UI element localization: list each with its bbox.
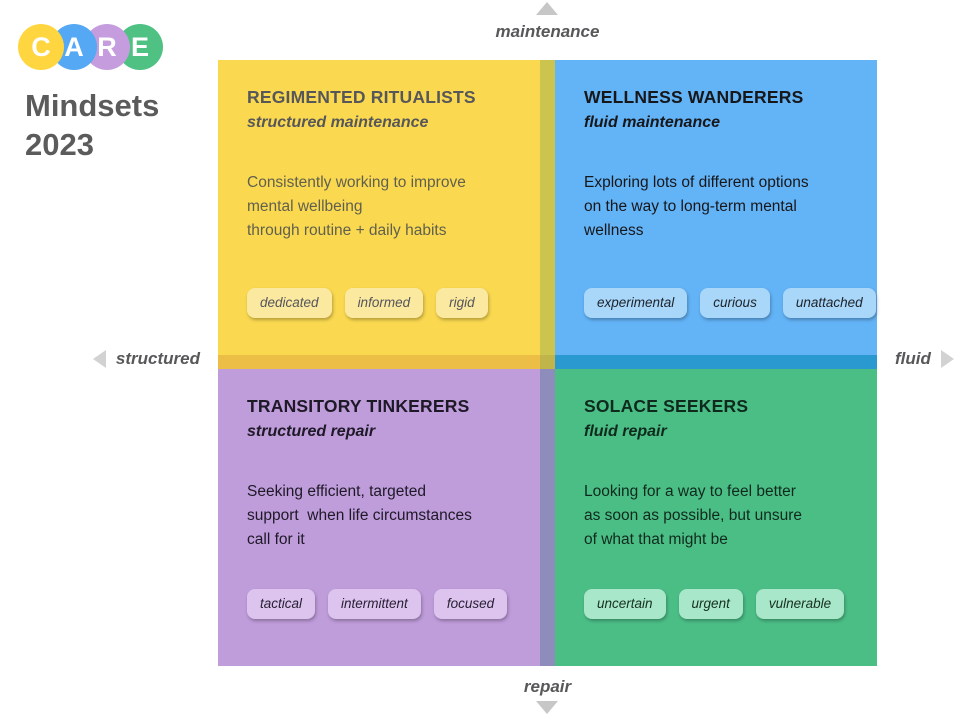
tag-pill: curious xyxy=(700,288,770,318)
tag-pill: intermittent xyxy=(328,589,421,619)
quadrant-regimented-ritualists: REGIMENTED RITUALISTS structured mainten… xyxy=(218,60,540,355)
divider-horizontal-right xyxy=(555,355,877,369)
axis-arrow-down-icon xyxy=(536,701,558,714)
quadrant-transitory-tinkerers: TRANSITORY TINKERERS structured repair S… xyxy=(218,369,540,666)
quadrant-wellness-wanderers: WELLNESS WANDERERS fluid maintenance Exp… xyxy=(555,60,877,355)
divider-vertical-top xyxy=(540,60,555,355)
quadrant-solace-seekers: SOLACE SEEKERS fluid repair Looking for … xyxy=(555,369,877,666)
divider-vertical-bottom xyxy=(540,369,555,666)
tag-pill: tactical xyxy=(247,589,316,619)
axis-label-fluid: fluid xyxy=(895,349,931,368)
quadrant-description: Looking for a way to feel better as soon… xyxy=(584,483,802,548)
quadrant-description: Seeking efficient, targeted support when… xyxy=(247,483,472,548)
divider-horizontal-left xyxy=(218,355,540,369)
axis-right-group: fluid xyxy=(895,349,954,369)
tag-pill: unattached xyxy=(782,288,876,318)
page-title: Mindsets 2023 xyxy=(25,88,160,162)
tag-pill: uncertain xyxy=(584,589,666,619)
axis-label-maintenance: maintenance xyxy=(495,22,600,41)
care-logo: C A R E xyxy=(18,24,163,70)
tag-pill: focused xyxy=(433,589,508,619)
tag-pill: rigid xyxy=(436,288,488,318)
axis-label-structured: structured xyxy=(115,349,200,368)
quadrant-description: Exploring lots of different options on t… xyxy=(584,174,809,239)
tag-row: uncertain urgent vulnerable xyxy=(584,589,845,619)
tag-row: dedicated informed rigid xyxy=(247,288,488,318)
quadrant-description: Consistently working to improve mental w… xyxy=(247,174,466,239)
axis-arrow-up-icon xyxy=(536,2,558,15)
logo-letter-c-icon: C xyxy=(18,24,64,70)
quadrant-subtitle: structured repair xyxy=(247,423,376,440)
tag-pill: informed xyxy=(344,288,424,318)
quadrant-title: REGIMENTED RITUALISTS xyxy=(247,87,476,107)
quadrant-grid: REGIMENTED RITUALISTS structured mainten… xyxy=(218,60,877,666)
axis-label-repair: repair xyxy=(523,677,572,696)
quadrant-title: WELLNESS WANDERERS xyxy=(584,87,804,107)
tag-pill: experimental xyxy=(584,288,688,318)
axis-arrow-left-icon xyxy=(92,350,106,368)
tag-pill: vulnerable xyxy=(755,589,845,619)
axis-left-group: structured xyxy=(0,349,200,369)
divider-center-corner xyxy=(540,355,555,369)
quadrant-subtitle: fluid maintenance xyxy=(584,114,721,131)
quadrant-title: TRANSITORY TINKERERS xyxy=(247,396,470,416)
tag-row: tactical intermittent focused xyxy=(247,589,508,619)
axis-arrow-right-icon xyxy=(940,350,954,368)
quadrant-title: SOLACE SEEKERS xyxy=(584,396,749,416)
tag-pill: urgent xyxy=(678,589,743,619)
tag-row: experimental curious unattached xyxy=(584,288,876,318)
quadrant-subtitle: fluid repair xyxy=(584,423,667,440)
quadrant-subtitle: structured maintenance xyxy=(247,114,429,131)
tag-pill: dedicated xyxy=(247,288,332,318)
